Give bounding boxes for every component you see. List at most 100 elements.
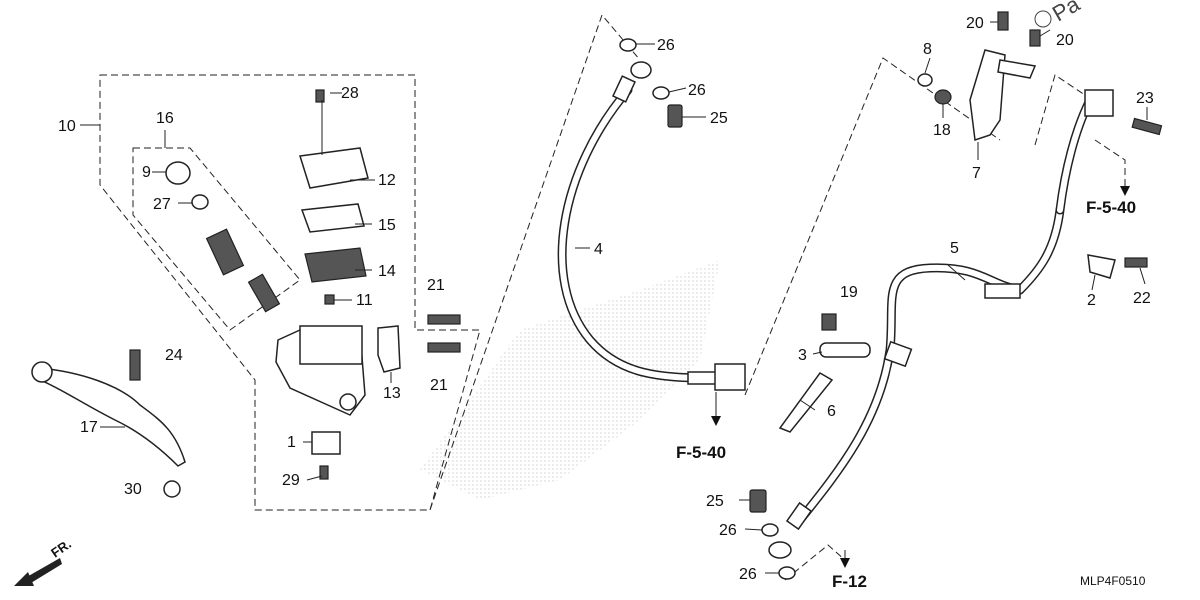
label-4: 4 [594, 241, 603, 258]
label-21b: 21 [430, 377, 448, 394]
ref-arrows [711, 180, 1130, 568]
drawing-code: MLP4F0510 [1080, 574, 1146, 588]
bolt-22 [1124, 257, 1148, 268]
plate-15 [300, 203, 365, 233]
nut-30 [163, 480, 181, 498]
label-9: 9 [142, 164, 151, 181]
label-24: 24 [165, 347, 183, 364]
bracket-7 [969, 49, 1006, 142]
section-ref-f540-right: F-5-40 [1086, 198, 1136, 217]
label-3: 3 [798, 347, 807, 364]
label-1: 1 [287, 434, 296, 451]
watermark-text: Pa [1048, 0, 1084, 26]
label-7: 7 [972, 165, 981, 182]
label-14: 14 [378, 263, 396, 280]
bolt-28 [315, 89, 325, 103]
bolt-21-a [427, 314, 461, 325]
section-ref-f540-left: F-5-40 [676, 443, 726, 462]
background-watermark [420, 260, 720, 500]
label-28: 28 [341, 85, 359, 102]
lever-17 [39, 367, 186, 467]
hose-4-upper-fitting [612, 75, 636, 103]
circlip-27 [191, 194, 209, 210]
label-10: 10 [58, 118, 76, 135]
hose-outline-5 [744, 57, 1001, 396]
label-20b: 20 [1056, 32, 1074, 49]
hose-5-lower-fitting [785, 501, 813, 531]
bolt-25-bottom [749, 489, 767, 513]
copyright-icon [1034, 10, 1052, 28]
section-ref-f12: F-12 [832, 572, 867, 591]
label-18: 18 [933, 122, 951, 139]
label-30: 30 [124, 481, 142, 498]
mc-outlet [339, 393, 357, 411]
label-6: 6 [827, 403, 836, 420]
screw-11 [324, 294, 335, 305]
assembly-outline-10 [99, 74, 481, 511]
bracket-7-arm [997, 59, 1037, 79]
label-2: 2 [1087, 292, 1096, 309]
label-26d: 26 [739, 566, 757, 583]
bolt-24 [129, 349, 141, 381]
hose-5-lower-banjo [768, 541, 792, 559]
label-20a: 20 [966, 15, 984, 32]
hose-4-lower-fitting [687, 371, 717, 385]
ref-outline-f12 [784, 544, 846, 581]
label-19: 19 [840, 284, 858, 301]
cap-12 [299, 147, 369, 189]
hose-23-joint [1084, 89, 1114, 117]
label-23: 23 [1136, 90, 1154, 107]
assembly-outline-16 [132, 147, 301, 331]
label-5: 5 [950, 240, 959, 257]
reservoir [299, 325, 363, 365]
hose-5-crimp [984, 283, 1021, 299]
bolt-25-top [667, 104, 683, 128]
label-22: 22 [1133, 290, 1151, 307]
screw-29 [319, 465, 329, 480]
hose-5-grommet [883, 340, 913, 368]
label-13: 13 [383, 385, 401, 402]
label-27: 27 [153, 196, 171, 213]
diaphragm-14 [304, 247, 367, 283]
hose-outline-5b [1034, 74, 1086, 146]
label-25a: 25 [710, 110, 728, 127]
clamp-2 [1087, 254, 1116, 279]
label-26a: 26 [657, 37, 675, 54]
bolt-21-b [427, 342, 461, 353]
label-29: 29 [282, 472, 300, 489]
stay-6 [778, 372, 834, 433]
bolt-20-b [1029, 29, 1041, 47]
hose-4-joint [714, 363, 746, 391]
label-26b: 26 [688, 82, 706, 99]
washer-26-mid [652, 86, 670, 100]
bolt-19 [821, 313, 837, 331]
front-arrow-label: FR. [48, 536, 74, 560]
label-17: 17 [80, 419, 98, 436]
spring [247, 273, 281, 313]
washer-26-low [761, 523, 779, 537]
holder-13 [377, 325, 401, 373]
label-11: 11 [356, 292, 373, 309]
label-16: 16 [156, 110, 174, 127]
label-15: 15 [378, 217, 396, 234]
label-12: 12 [378, 172, 396, 189]
label-25b: 25 [706, 493, 724, 510]
bolt-20-a [997, 11, 1009, 31]
label-21a: 21 [427, 277, 445, 294]
clamp-3 [819, 342, 871, 358]
hose-4-banjo [630, 61, 652, 79]
lever-knob [31, 361, 53, 383]
bolt-23 [1131, 117, 1163, 136]
grommet-18 [934, 89, 952, 105]
piston [205, 228, 245, 276]
washer-26-bottom [778, 566, 796, 580]
leader-lines [80, 21, 1148, 574]
switch-1 [311, 431, 341, 455]
label-8: 8 [923, 41, 932, 58]
label-26c: 26 [719, 522, 737, 539]
collar-8 [917, 73, 933, 87]
washer-26-top [619, 38, 637, 52]
boot-9 [165, 161, 191, 185]
ref-outline-f540-right [1094, 139, 1126, 190]
